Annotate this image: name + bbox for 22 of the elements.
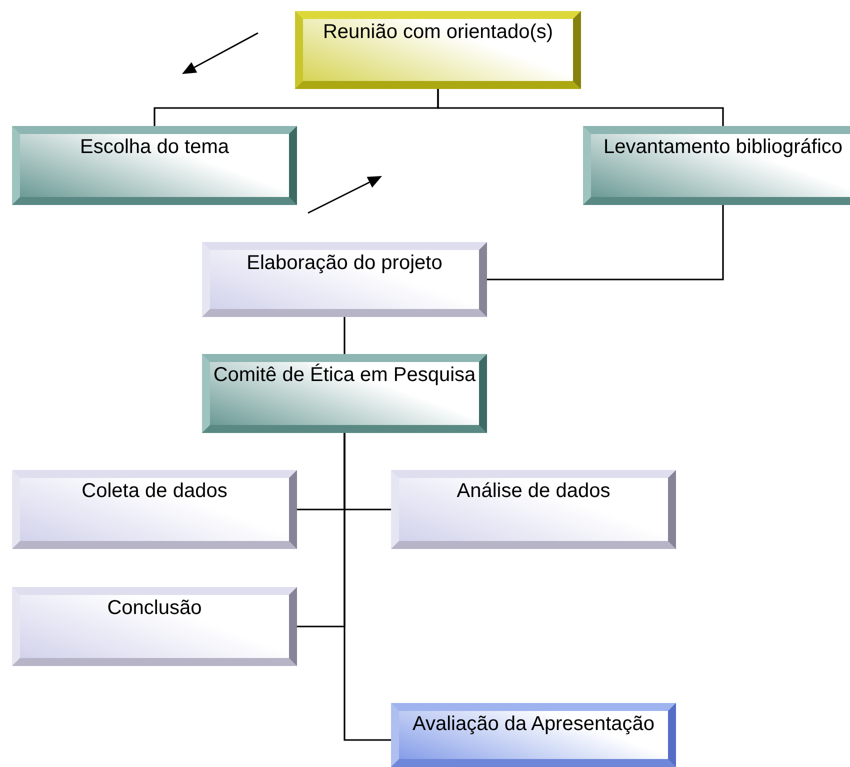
process-box — [202, 242, 487, 317]
process-box — [202, 354, 487, 433]
process-box — [391, 703, 676, 767]
box-label: Análise de dados — [456, 480, 610, 503]
connector-line — [487, 205, 724, 280]
box-label: Elaboração do projeto — [246, 252, 442, 275]
process-box — [12, 587, 297, 666]
box-label: Conclusão — [107, 597, 202, 620]
box-label: Levantamento bibliográfico — [603, 136, 843, 159]
process-box — [583, 126, 850, 205]
box-label: Escolha do tema — [80, 136, 229, 159]
connector-line — [344, 317, 346, 354]
box-label: Avaliação da Apresentação — [412, 713, 655, 736]
process-box — [391, 470, 676, 549]
process-box — [12, 126, 297, 205]
box-label: Coleta de dados — [82, 480, 228, 503]
connector-line — [344, 433, 391, 741]
box-label: Comitê de Ética em Pesquisa — [213, 364, 476, 387]
process-box — [295, 11, 581, 89]
process-box — [12, 470, 297, 549]
box-label: Reunião com orientado(s) — [322, 21, 554, 44]
connector-line — [437, 89, 724, 126]
